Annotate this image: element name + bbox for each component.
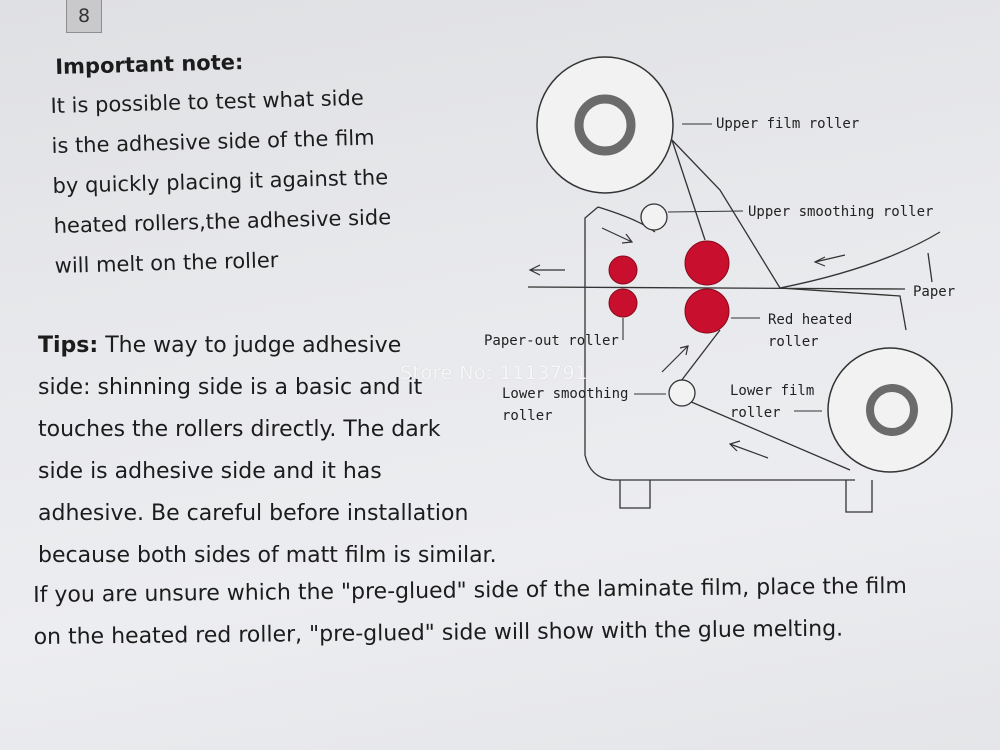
arrow-paper-out bbox=[528, 264, 565, 276]
paper-out-roller-bottom bbox=[608, 288, 638, 318]
label-lower-smoothing-roller: Lower smoothing bbox=[502, 386, 628, 402]
label-lower-smoothing-roller-2: roller bbox=[502, 408, 553, 424]
arrow-lower-film-up bbox=[661, 345, 689, 373]
arrow-upper-film bbox=[601, 227, 634, 244]
upper-smoothing-roller bbox=[640, 203, 668, 231]
arrow-paper-in bbox=[813, 254, 846, 267]
arrow-lower-film-return bbox=[728, 440, 769, 459]
tips-first-line: Tips: The way to judge adhesive bbox=[38, 325, 497, 367]
red-heated-roller-bottom bbox=[684, 288, 730, 334]
label-paper-out-roller: Paper-out roller bbox=[484, 333, 619, 349]
tips-line: side: shinning side is a basic and it bbox=[38, 375, 423, 400]
lower-film-to-heated bbox=[677, 329, 721, 386]
red-heated-roller-top bbox=[684, 240, 730, 286]
label-lower-film-roller: Lower film bbox=[730, 383, 814, 399]
leader-upper-smoothing bbox=[667, 210, 744, 213]
lower-film-roller bbox=[827, 347, 953, 473]
upper-film-path bbox=[671, 139, 706, 241]
lower-film-path bbox=[674, 394, 851, 471]
label-red-heated-roller: Red heated bbox=[768, 312, 852, 328]
upper-film-roller bbox=[536, 56, 674, 194]
label-upper-film-roller: Upper film roller bbox=[716, 116, 859, 132]
tips-line: touches the rollers directly. The dark bbox=[38, 417, 441, 442]
paper-feed-curve bbox=[779, 231, 941, 289]
machine-foot-left bbox=[619, 480, 651, 509]
machine-body-outline bbox=[584, 206, 855, 481]
label-upper-smoothing-roller: Upper smoothing roller bbox=[748, 204, 933, 220]
lower-film-roller-core bbox=[866, 384, 918, 436]
store-watermark: Store No: 1113791 bbox=[400, 362, 588, 384]
label-paper: Paper bbox=[913, 284, 955, 300]
tips-line: because both sides of matt film is simil… bbox=[38, 543, 497, 568]
paper-out-roller-top bbox=[608, 255, 638, 285]
upper-film-roller-core bbox=[574, 94, 636, 156]
lower-smoothing-roller bbox=[668, 379, 696, 407]
tips-line: side is adhesive side and it has bbox=[38, 459, 382, 484]
tips-label: Tips: bbox=[38, 333, 99, 358]
label-lower-film-roller-2: roller bbox=[730, 405, 781, 421]
tips-section: Tips: The way to judge adhesive side: sh… bbox=[38, 325, 497, 577]
machine-foot-right bbox=[845, 480, 873, 513]
paper-line bbox=[527, 286, 906, 290]
page-number: 8 bbox=[66, 0, 102, 33]
tips-line: The way to judge adhesive bbox=[98, 333, 402, 358]
label-red-heated-roller-2: roller bbox=[768, 334, 819, 350]
tips-line: adhesive. Be careful before installation bbox=[38, 501, 469, 526]
paper-pointer bbox=[927, 252, 933, 283]
